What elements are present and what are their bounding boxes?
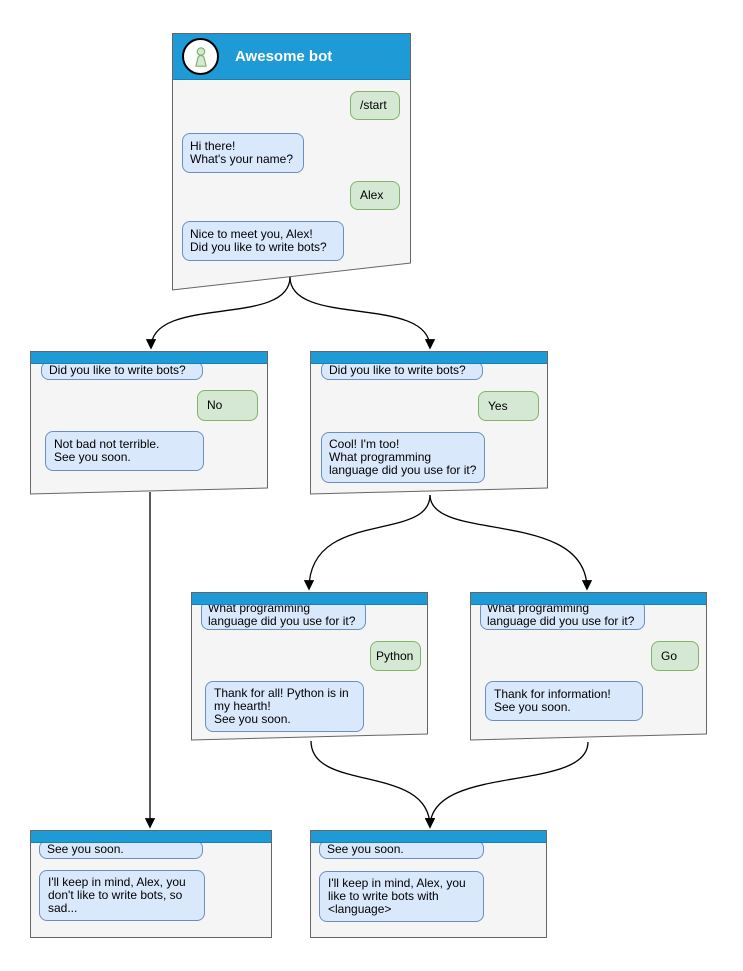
bot-message-bye: See you soon. [319,840,484,859]
bot-message-ask-name: Hi there! What's your name? [182,133,304,173]
user-message-python: Python [370,641,421,671]
bot-message-summary: I'll keep in mind, Alex, you don't like … [39,870,205,921]
user-message-yes: Yes [478,391,539,421]
user-message-start: /start [350,91,400,120]
connector-yes-to-go [429,494,593,591]
node-titlebar [31,352,267,364]
chat-node-python: What programming language did you use fo… [191,592,428,740]
connector-go-to-bye [424,741,589,829]
chat-window-start: Awesome bot /start Hi there! What's your… [172,33,411,290]
connector-start-to-yes [289,276,436,350]
chat-node-bye-yes: See you soon. I'll keep in mind, Alex, y… [310,830,547,938]
chat-node-no: Did you like to write bots? No Not bad n… [30,351,268,494]
person-icon [194,46,207,67]
chat-node-bye-no: See you soon. I'll keep in mind, Alex, y… [30,830,272,938]
bot-message-question: Did you like to write bots? [41,361,203,380]
user-message-go: Go [651,641,699,671]
window-title: Awesome bot [235,48,333,65]
bot-message-reply: Thank for all! Python is in my hearth! S… [205,681,364,732]
node-titlebar [311,352,547,364]
node-titlebar [192,593,427,605]
bot-avatar [182,38,219,75]
connector-start-to-no [145,276,291,350]
connector-yes-to-python [303,494,431,591]
bot-message-reply: Thank for information! See you soon. [485,681,643,721]
chat-node-go: What programming language did you use fo… [470,592,707,740]
node-titlebar [31,831,271,843]
bot-message-reply: Cool! I'm too! What programming language… [321,432,485,483]
bot-message-summary: I'll keep in mind, Alex, you like to wri… [319,871,484,922]
chat-node-yes: Did you like to write bots? Yes Cool! I'… [310,351,548,494]
connector-python-to-bye [310,740,436,829]
window-titlebar: Awesome bot [173,34,410,80]
user-message-no: No [197,390,258,421]
node-titlebar [311,831,546,843]
bot-message-ask-bots: Nice to meet you, Alex! Did you like to … [182,221,344,261]
bot-message-reply: Not bad not terrible. See you soon. [45,431,204,471]
user-message-name: Alex [350,181,400,210]
node-titlebar [471,593,706,605]
